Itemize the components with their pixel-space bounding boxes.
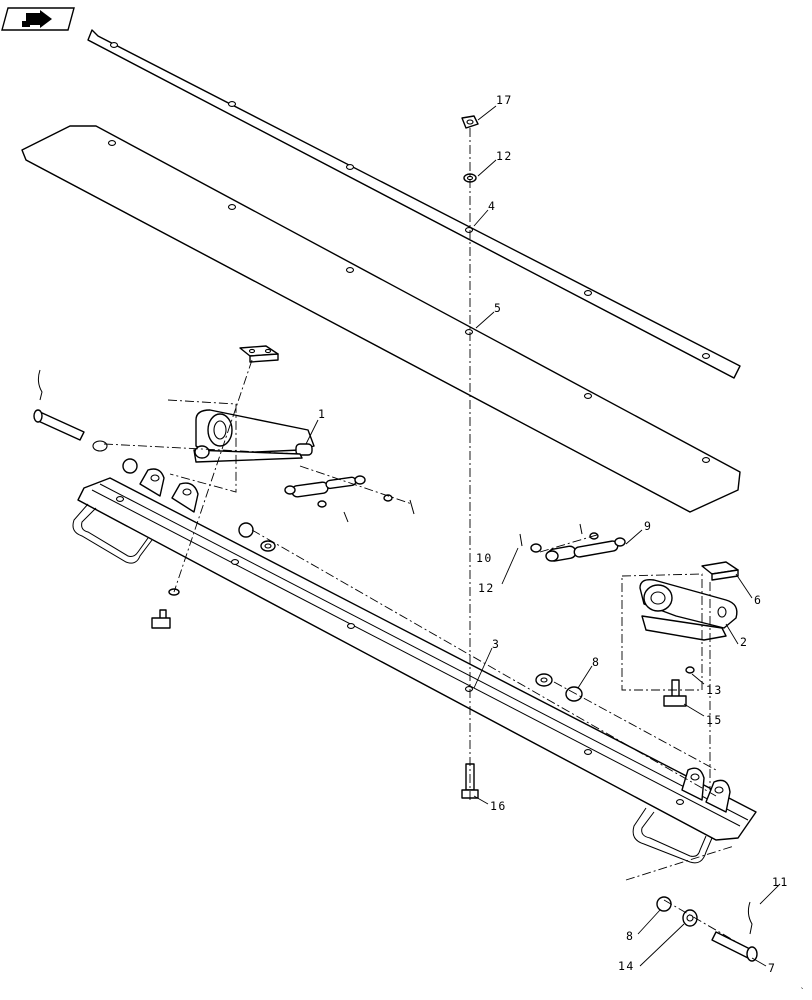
plate-right-part — [701, 561, 739, 581]
clevis-pin-right-part — [711, 901, 758, 962]
callout-leaders — [305, 105, 781, 967]
rail-channel-part — [72, 468, 757, 864]
upper-strip-part — [87, 29, 741, 379]
callout-8-bottom: 8 — [626, 929, 634, 943]
callout-12-top: 12 — [496, 149, 513, 163]
clevis-pin-left-part — [33, 369, 138, 474]
callout-12-mid: 12 — [478, 581, 495, 595]
callout-11: 11 — [772, 875, 789, 889]
fasteners-part — [151, 115, 695, 799]
callout-7: 7 — [768, 961, 776, 975]
right-bracket-part — [639, 578, 738, 641]
callout-15: 15 — [706, 713, 723, 727]
callout-1: 1 — [318, 407, 326, 421]
callout-5: 5 — [494, 301, 502, 315]
plate-left-part — [239, 345, 279, 363]
callout-10: 10 — [476, 551, 493, 565]
callout-17: 17 — [496, 93, 513, 107]
callout-6: 6 — [754, 593, 762, 607]
callout-9: 9 — [644, 519, 652, 533]
callout-labels: 17 12 4 5 1 9 10 12 6 2 13 15 8 3 16 11 … — [318, 93, 789, 975]
callout-16: 16 — [490, 799, 507, 813]
callout-8-mid: 8 — [592, 655, 600, 669]
callout-13: 13 — [706, 683, 723, 697]
gas-spring-right-part — [545, 537, 626, 562]
callout-3: 3 — [492, 637, 500, 651]
corner-mark: ` — [800, 986, 806, 996]
callout-2: 2 — [740, 635, 748, 649]
gas-spring-left-part — [284, 475, 366, 498]
lower-panel-part — [21, 125, 741, 513]
callout-14: 14 — [618, 959, 635, 973]
center-lines — [103, 128, 741, 945]
callout-4: 4 — [488, 199, 496, 213]
page-forward-arrow-icon[interactable] — [1, 7, 75, 31]
